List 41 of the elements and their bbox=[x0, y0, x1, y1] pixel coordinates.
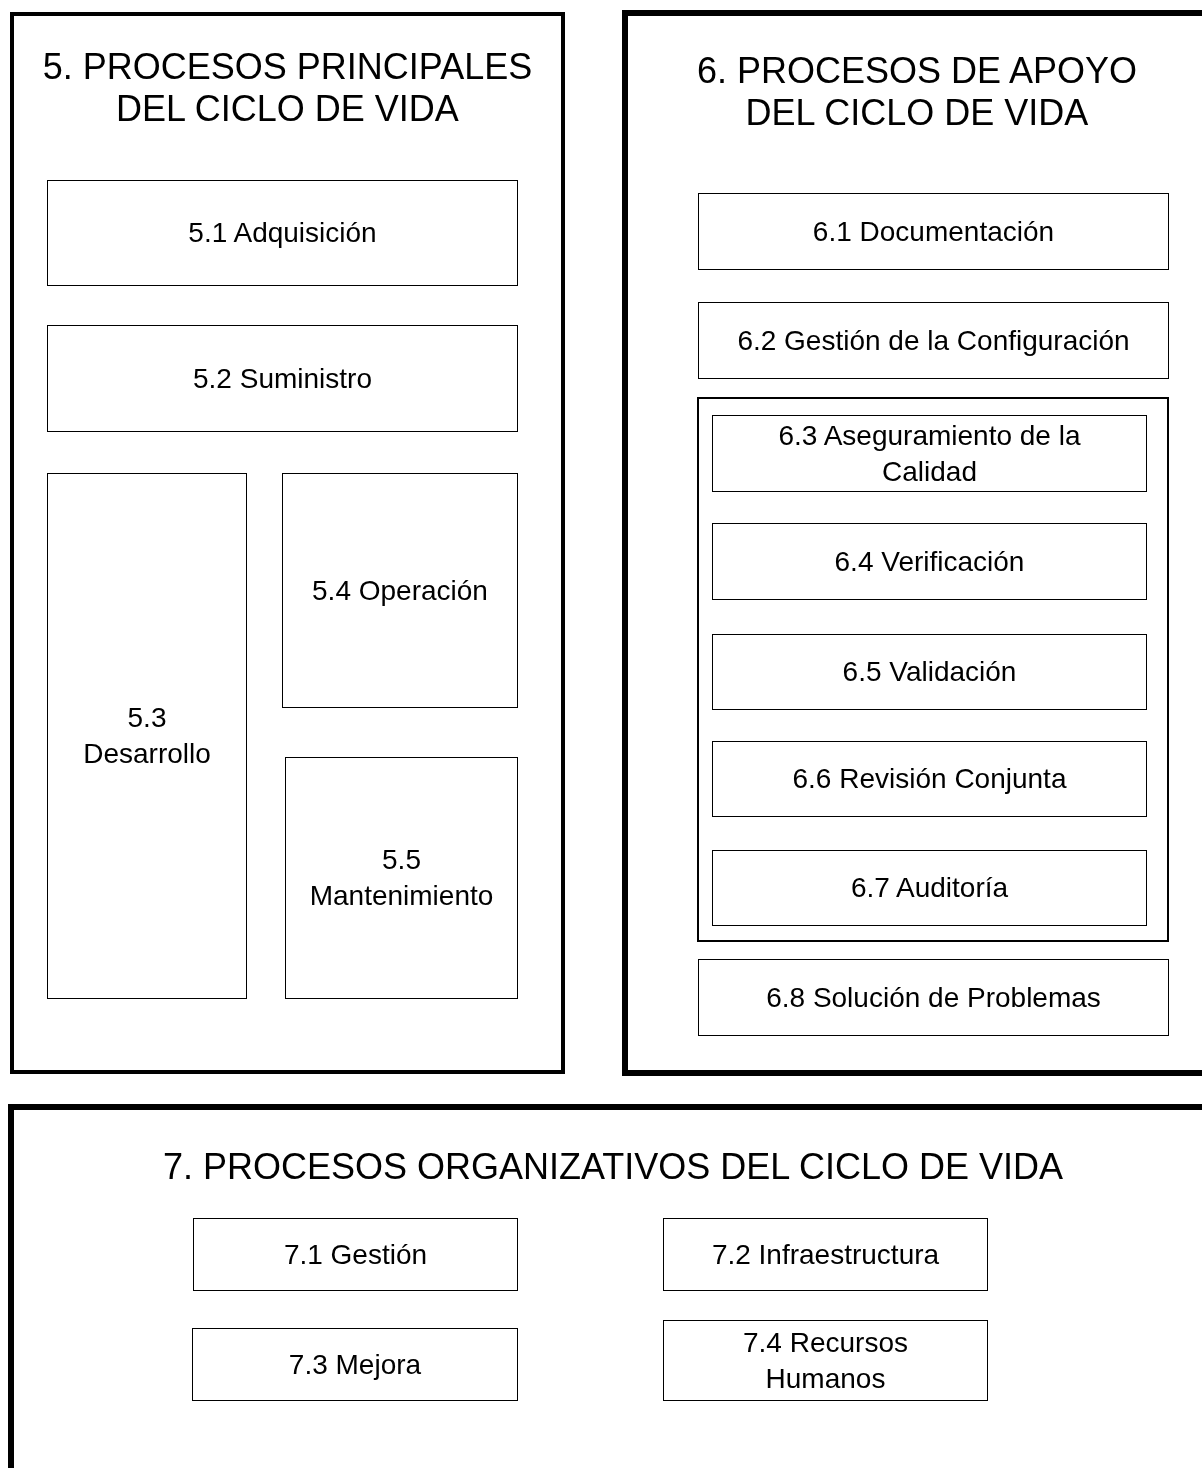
process-label: 5.3 Desarrollo bbox=[82, 701, 212, 771]
process-box bbox=[698, 959, 1169, 1036]
process-label: 6.2 Gestión de la Configuración bbox=[736, 323, 1131, 358]
process-label: 6.3 Aseguramiento de la Calidad bbox=[777, 418, 1082, 489]
process-label: 5.5 Mantenimiento bbox=[308, 843, 495, 913]
process-group-panel bbox=[10, 12, 565, 1074]
process-label: 5.4 Operación bbox=[311, 573, 489, 608]
process-box bbox=[712, 850, 1147, 926]
process-box bbox=[47, 325, 518, 432]
process-label: 7.2 Infraestructura bbox=[710, 1237, 941, 1272]
group-box bbox=[697, 397, 1169, 942]
process-group-panel bbox=[622, 10, 1202, 1076]
process-label: 5.1 Adquisición bbox=[187, 216, 378, 250]
process-box bbox=[712, 741, 1147, 817]
process-box bbox=[698, 302, 1169, 379]
process-box bbox=[47, 473, 247, 999]
process-label: 5.2 Suministro bbox=[192, 361, 373, 396]
process-label: 6.1 Documentación bbox=[811, 214, 1056, 249]
process-box bbox=[285, 757, 518, 999]
panel-heading: 6. PROCESOS DE APOYO DEL CICLO DE VIDA bbox=[695, 50, 1139, 134]
process-label: 6.4 Verificación bbox=[833, 544, 1026, 579]
process-label: 7.3 Mejora bbox=[287, 1347, 423, 1382]
process-box bbox=[712, 415, 1147, 492]
process-box bbox=[282, 473, 518, 708]
process-label: 6.6 Revisión Conjunta bbox=[791, 762, 1068, 796]
panel-heading: 5. PROCESOS PRINCIPALES DEL CICLO DE VIDA bbox=[41, 46, 534, 130]
process-label: 6.5 Validación bbox=[841, 655, 1018, 689]
process-box bbox=[698, 193, 1169, 270]
process-label: 6.7 Auditoría bbox=[849, 871, 1010, 905]
process-box bbox=[663, 1320, 988, 1401]
process-label: 7.1 Gestión bbox=[282, 1237, 429, 1272]
process-label: 6.8 Solución de Problemas bbox=[765, 980, 1102, 1015]
process-box bbox=[712, 523, 1147, 600]
process-label: 7.4 Recursos Humanos bbox=[742, 1325, 909, 1396]
process-box bbox=[193, 1218, 518, 1291]
panel-heading: 7. PROCESOS ORGANIZATIVOS DEL CICLO DE VIDA bbox=[162, 1146, 1064, 1188]
process-group-panel bbox=[8, 1104, 1202, 1468]
process-box bbox=[712, 634, 1147, 710]
process-box bbox=[663, 1218, 988, 1291]
process-box bbox=[192, 1328, 518, 1401]
process-box bbox=[47, 180, 518, 286]
